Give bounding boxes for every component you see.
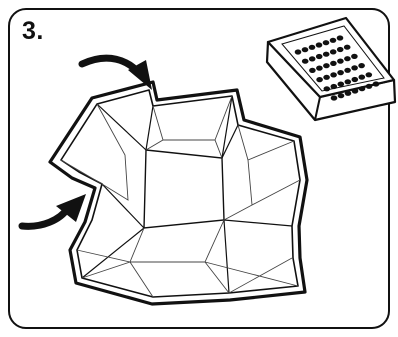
curved-arrow-icon <box>18 194 86 230</box>
foam-bump <box>323 63 330 69</box>
foam-bump <box>308 56 316 62</box>
foam-bump <box>351 53 358 60</box>
curved-arrow-icon <box>78 54 152 90</box>
foam-bump <box>323 74 330 80</box>
foam-bump <box>337 70 344 76</box>
foam-bump <box>330 83 338 90</box>
foam-bump <box>323 86 331 92</box>
foam-bump <box>358 86 366 92</box>
foam-bump <box>351 76 359 83</box>
foam-bump <box>330 72 337 78</box>
foam-bump <box>337 58 344 64</box>
foam-bump <box>308 44 316 50</box>
foam-bump <box>336 46 344 53</box>
foam-bump <box>315 53 323 60</box>
foam-bump <box>322 40 330 46</box>
foam-bump <box>337 81 345 87</box>
foam-bump <box>329 37 337 43</box>
foam-bump <box>322 51 330 57</box>
foam-bump <box>315 42 323 48</box>
unfolded-box-mat-icon <box>48 80 309 306</box>
foam-bump <box>344 67 351 73</box>
foam-bump <box>336 35 344 41</box>
foam-bump <box>343 44 351 50</box>
foam-bump <box>351 65 358 71</box>
foam-bump <box>344 90 352 96</box>
foam-bump <box>372 81 380 87</box>
foam-bump <box>358 74 366 80</box>
foam-bump <box>344 79 352 85</box>
foam-bump <box>330 95 338 101</box>
foam-bump <box>330 60 337 66</box>
foam-bump <box>309 67 316 73</box>
foam-bump <box>294 49 302 55</box>
step-number: 3. <box>22 17 44 45</box>
foam-bump <box>329 49 337 55</box>
foam-bump <box>351 88 359 94</box>
foam-bump <box>344 56 351 62</box>
foam-bump <box>365 83 373 89</box>
foam-bump <box>358 63 365 69</box>
foam-bump <box>337 93 345 99</box>
foam-bump <box>316 65 323 71</box>
foam-bump <box>301 58 309 64</box>
foam-bump <box>365 72 373 78</box>
foam-pad-tray-icon <box>265 16 397 122</box>
foam-bump <box>301 47 309 53</box>
foam-bump <box>316 77 323 83</box>
